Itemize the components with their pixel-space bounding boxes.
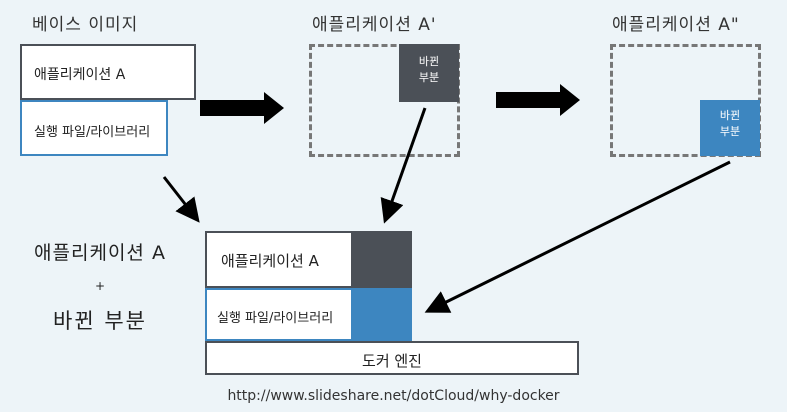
base-image-app-box: 애플리케이션 A [20, 44, 196, 100]
base-image-title: 베이스 이미지 [32, 15, 139, 35]
legend-line-1: 애플리케이션 A [34, 242, 166, 264]
app-a-prime-changed-label-1: 바뀐 [418, 55, 440, 68]
base-image-lib-box: 실행 파일/라이브러리 [20, 100, 168, 156]
stack-lib-label: 실행 파일/라이브러리 [217, 311, 334, 326]
legend-plus: + [94, 279, 106, 293]
arrow-a-prime-to-a-double-prime [496, 84, 580, 116]
base-image-app-label: 애플리케이션 A [34, 67, 126, 83]
app-a-prime-changed-label-2: 부분 [418, 71, 440, 84]
legend: 애플리케이션 A + 바뀐 부분 [10, 238, 190, 335]
stack-app-changed-block [353, 231, 412, 288]
stack-engine-label: 도커 엔진 [362, 352, 422, 370]
arrow-a-prime-change-to-stack [380, 107, 427, 224]
app-a-double-prime-changed-label-2: 부분 [719, 125, 741, 138]
stack-app-box: 애플리케이션 A [205, 231, 353, 288]
legend-line-2: 바뀐 부분 [53, 309, 147, 333]
arrow-base-to-a-prime [200, 92, 284, 124]
stack-engine-box: 도커 엔진 [205, 341, 579, 375]
arrow-base-to-stack [162, 176, 200, 223]
stack-lib-box: 실행 파일/라이브러리 [205, 288, 353, 341]
stack-app-label: 애플리케이션 A [221, 252, 319, 270]
stack-lib-changed-block [353, 288, 412, 341]
app-a-double-prime-title: 애플리케이션 A" [612, 15, 740, 35]
app-a-double-prime-changed-chip: 바뀐 부분 [700, 100, 760, 156]
base-image-lib-label: 실행 파일/라이브러리 [34, 125, 151, 140]
app-a-prime-changed-chip: 바뀐 부분 [399, 44, 459, 102]
source-url: http://www.slideshare.net/dotCloud/why-d… [227, 388, 560, 404]
app-a-double-prime-changed-label-1: 바뀐 [719, 109, 741, 122]
arrow-a-double-prime-change-to-stack [424, 160, 731, 313]
app-a-prime-title: 애플리케이션 A' [312, 15, 437, 35]
